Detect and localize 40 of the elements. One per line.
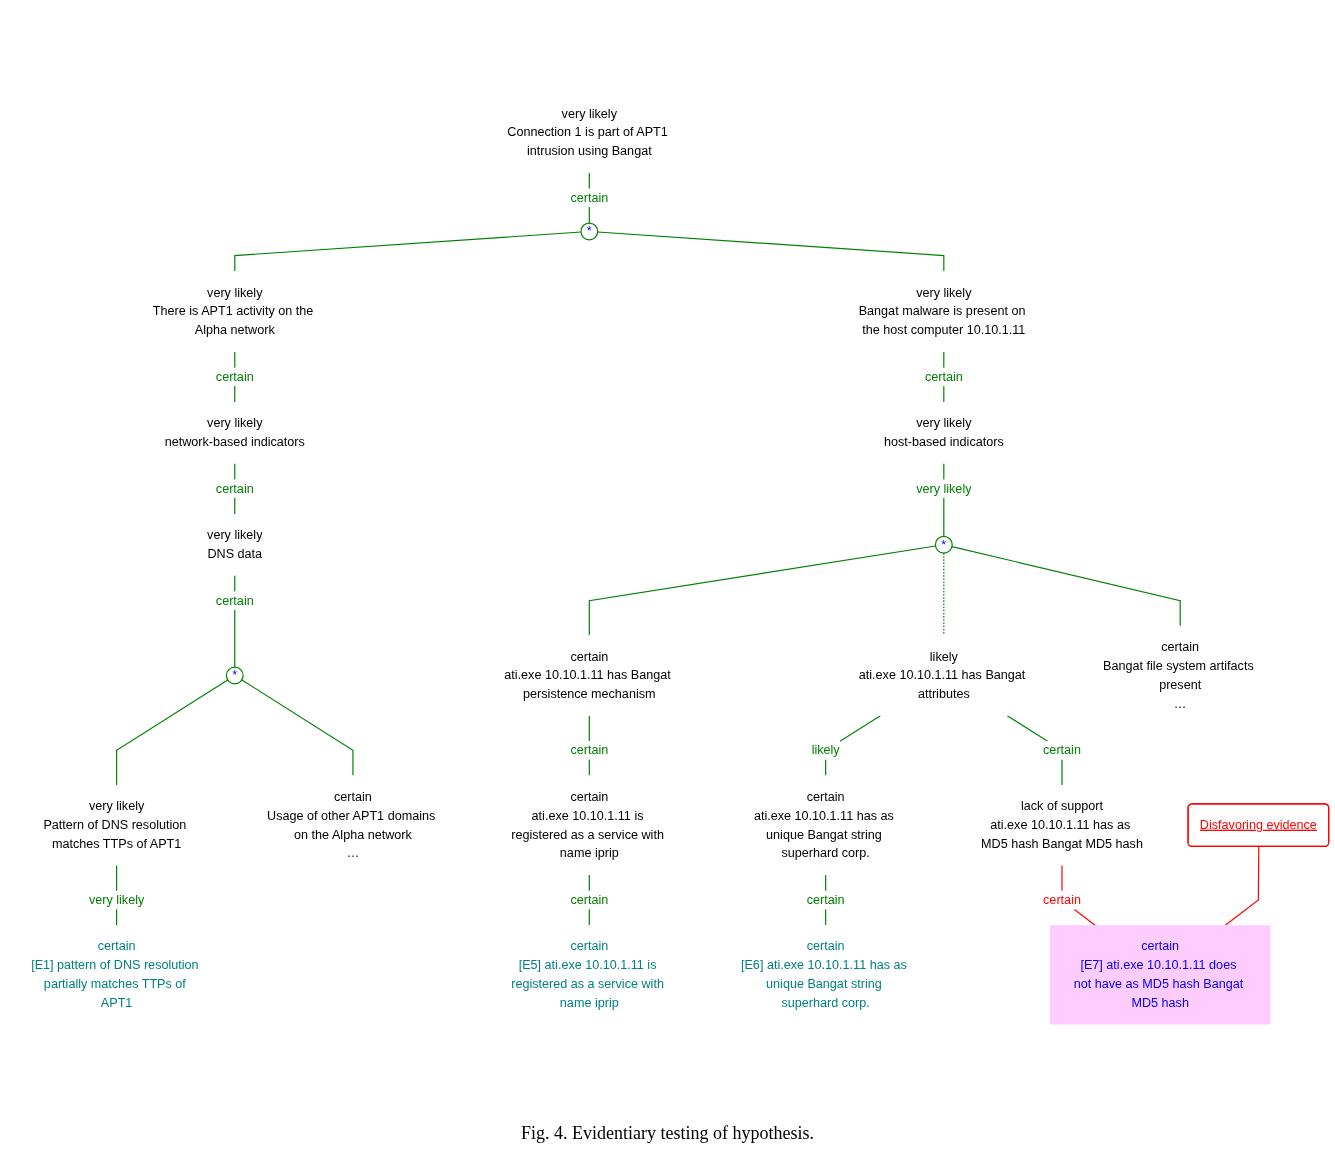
edge-label: certain: [570, 190, 609, 205]
node-text: very likely Connection 1 is part of APT1 intrusion using Bangat: [507, 106, 668, 158]
node-text: very likely DNS data: [207, 528, 263, 561]
node-text: very likely host-based indicators: [883, 416, 1004, 449]
node-circle: *: [934, 535, 953, 554]
node-text: certain [E6] ati.exe 10.10.1.11 has as unique Bangat string superhard corp.: [740, 939, 907, 1010]
edge-label: certain: [570, 893, 609, 907]
node-text: lack of support ati.exe 10.10.1.11 has as MD5 hash Bangat MD5 hash: [981, 799, 1143, 851]
node-text: very likely Bangat malware is present on the host computer 10.10.1.11: [858, 285, 1026, 337]
edge-label: certain: [1043, 743, 1081, 757]
edge-label: certain: [215, 593, 254, 608]
node-text: likely ati.exe 10.10.1.11 has Bangat attributes: [858, 649, 1026, 701]
node-text: very likely There is APT1 activity on the Alpha network: [152, 285, 314, 337]
node-circle: *: [580, 222, 599, 241]
connector: [1224, 846, 1260, 926]
node-circle: *: [225, 666, 244, 685]
edge-label: very likely: [88, 893, 145, 907]
edge-label: very likely: [916, 481, 972, 496]
node-text: certain ati.exe 10.10.1.11 has as unique Bangat string superhard corp.: [753, 789, 894, 860]
edge-label: certain: [215, 481, 254, 496]
edge-label: likely: [811, 743, 840, 757]
node-text: very likely network-based indicators: [164, 416, 305, 449]
node-text: certain Bangat file system artifacts present …: [1103, 640, 1254, 711]
edge-label: certain: [570, 743, 609, 757]
node-text: certain [E5] ati.exe 10.10.1.11 is registered as a service with name iprip: [511, 939, 664, 1010]
edge-label: certain: [215, 369, 254, 384]
connector: [597, 231, 945, 272]
node-text: certain [E1] pattern of DNS resolution partially matches TTPs of APT1: [31, 939, 199, 1010]
node-text: certain ati.exe 10.10.1.11 has Bangat persistence mechanism: [504, 649, 671, 701]
node-box: certain [E7] ati.exe 10.10.1.11 does not have as MD5 hash Bangat MD5 hash: [1049, 925, 1271, 1025]
connector: [116, 679, 229, 786]
edge-label: certain: [924, 369, 963, 384]
edge-label: certain: [806, 893, 845, 907]
edge-label: certain: [1043, 893, 1081, 907]
node-text: certain Usage of other APT1 domains on the Alpha network …: [267, 789, 436, 860]
node-text: certain ati.exe 10.10.1.11 is registered as a service with name iprip: [511, 789, 664, 860]
figure-caption: Fig. 4. Evidentiary testing of hypothesis.: [521, 1122, 814, 1145]
connector: [241, 679, 354, 777]
connector: [951, 546, 1181, 627]
node-text: very likely Pattern of DNS resolution matches TTPs of APT1: [43, 799, 187, 851]
